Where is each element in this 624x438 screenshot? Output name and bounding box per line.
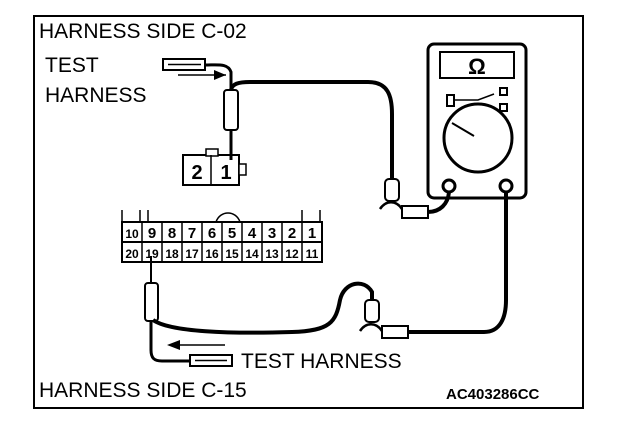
multimeter: Ω <box>426 42 528 200</box>
c15-ribs <box>121 210 321 222</box>
c15-pin-bottom-16: 16 <box>205 247 219 261</box>
lead-left <box>229 80 451 219</box>
lead-left-to-jack <box>427 191 451 214</box>
range-indicator <box>454 93 495 101</box>
multimeter-display <box>439 51 515 79</box>
lead-left-wire <box>229 80 394 180</box>
dial-pointer <box>451 122 475 137</box>
c02-side-tab <box>238 163 247 176</box>
c15-pin-bottom-20: 20 <box>125 247 139 261</box>
range-mark-right-top <box>499 87 508 96</box>
lead-right-to-jack <box>408 192 508 334</box>
lead-left-alligator <box>378 201 404 210</box>
c15-pin-top-10: 10 <box>125 227 139 241</box>
c02-pin-1: 1 <box>220 162 231 184</box>
test-label-top: TEST <box>45 54 99 77</box>
lead-right-wire <box>151 281 374 335</box>
c15-pin-bottom-15: 15 <box>225 247 239 261</box>
c15-pin-bottom-17: 17 <box>185 247 199 261</box>
title-bottom: HARNESS SIDE C-15 <box>39 379 247 402</box>
insert-arrow-top-head <box>214 70 226 80</box>
insert-arrow-bottom-head <box>167 340 180 350</box>
lead-left-clip <box>384 178 400 202</box>
lead-right <box>151 192 508 339</box>
lead-right-plug <box>381 325 409 339</box>
c02-lock-tab <box>205 148 219 157</box>
lead-right-clip <box>364 299 380 323</box>
bottom-probe-body <box>144 282 159 322</box>
connector-c02: 2 1 <box>182 148 247 186</box>
c15-pin-bottom-13: 13 <box>265 247 279 261</box>
c15-pin-top-6: 6 <box>208 225 216 242</box>
multimeter-body <box>426 42 528 200</box>
test-harness-bottom <box>144 256 233 367</box>
c15-pin-top-2: 2 <box>288 225 296 242</box>
c15-pin-bottom-11: 11 <box>306 247 319 261</box>
c15-pin-top-8: 8 <box>168 225 176 242</box>
c02-pin-2: 2 <box>191 162 202 184</box>
lead-right-alligator <box>358 323 384 332</box>
c15-pin-bottom-19: 19 <box>145 247 159 261</box>
c15-lock-tab <box>215 212 241 223</box>
bottom-harness-wire <box>149 321 190 363</box>
c15-pin-top-3: 3 <box>268 225 276 242</box>
title-top: HARNESS SIDE C-02 <box>39 20 247 43</box>
c15-pin-bottom-14: 14 <box>245 247 259 261</box>
probe-jack-left <box>441 178 457 194</box>
test-harness-label-bottom: TEST HARNESS <box>241 350 402 373</box>
range-mark-left <box>446 94 455 107</box>
c15-pin-top-7: 7 <box>188 225 196 242</box>
c15-pin-top-9: 9 <box>148 225 156 242</box>
diagram-frame <box>33 15 584 409</box>
ohm-symbol: Ω <box>468 54 486 79</box>
harness-label-top: HARNESS <box>45 84 147 107</box>
top-harness-wire <box>204 63 233 92</box>
c15-pin-top-1: 1 <box>308 225 316 242</box>
top-probe-body <box>223 89 239 131</box>
test-harness-top <box>162 58 239 160</box>
lead-left-plug <box>401 205 429 219</box>
figure-code: AC403286CC <box>446 386 540 403</box>
c15-pin-top-4: 4 <box>248 225 257 242</box>
selector-dial <box>442 102 514 174</box>
c15-pin-top-5: 5 <box>228 225 236 242</box>
c15-pin-bottom-18: 18 <box>165 247 179 261</box>
range-mark-right <box>499 103 508 112</box>
c15-pin-bottom-12: 12 <box>285 247 299 261</box>
probe-jack-right <box>498 178 514 194</box>
